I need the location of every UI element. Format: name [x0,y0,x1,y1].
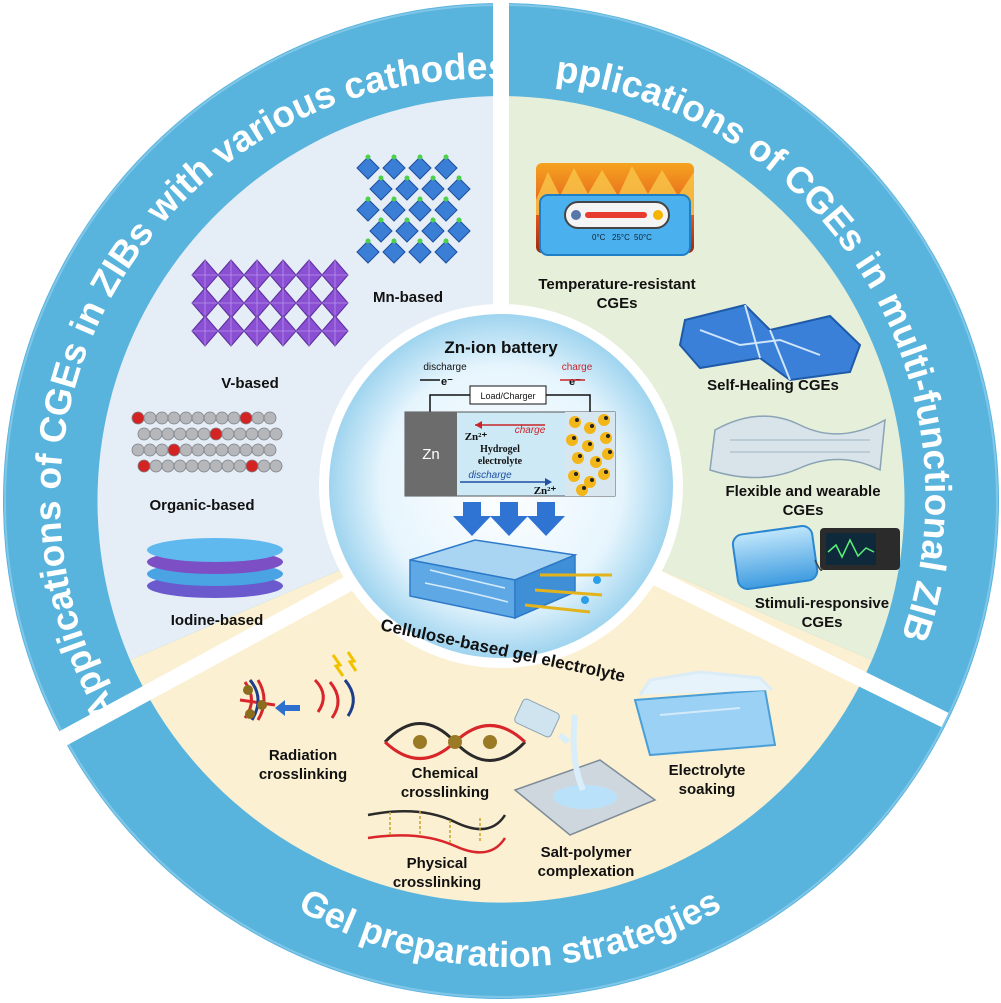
self-healing-label: Self-Healing CGEs [707,377,839,394]
down-arrows-icon [453,502,565,536]
chemical-label-2: crosslinking [401,784,489,801]
salt-polymer-image [513,698,657,836]
lightning-icon-2 [346,651,358,672]
iodine-layers-icon [147,538,283,598]
flexible-wearable-label-1: Flexible and wearable [725,483,880,500]
v-polyhedra-icon [191,259,349,347]
sun-icon [653,210,663,220]
electrolyte-soaking-label-2: soaking [679,781,736,798]
physical-label-2: crosslinking [393,874,481,891]
salt-polymer-label-1: Salt-polymer [541,844,632,861]
stimuli-responsive-label-1: Stimuli-responsive [755,595,889,612]
thermo-tick-2: 50°C [634,233,652,242]
hydrogel-label-2: electrolyte [478,456,523,467]
physical-label-1: Physical [407,855,468,872]
discharge-label: discharge [423,362,467,373]
radiation-label-1: Radiation [269,747,337,764]
gel-electrolyte-block-image [409,539,612,620]
snowflake-icon [571,210,581,220]
temperature-resistant-label-1: Temperature-resistant [538,276,695,293]
stimuli-responsive-image [731,524,900,591]
organic-molecule-icon [131,411,283,473]
mn-based-label: Mn-based [373,289,443,306]
zn-anode [405,412,457,496]
salt-polymer-label-2: complexation [538,863,635,880]
zn-ion-bottom: Zn²⁺ [534,485,557,497]
organic-based-label: Organic-based [149,497,254,514]
chemical-label-1: Chemical [412,765,479,782]
charge-arrow-label: charge [515,425,546,436]
cathode-particles-icon [566,414,614,496]
waveform-icon [827,538,875,559]
zn-anode-label: Zn [422,446,440,463]
self-healing-gel-image [678,303,862,382]
lightning-icon [331,654,345,677]
electron-left: e⁻ [441,376,453,388]
charge-label: charge [562,362,593,373]
electrolyte-soaking-label-1: Electrolyte [669,762,746,779]
v-based-label: V-based [221,375,279,392]
iodine-based-label: Iodine-based [171,612,264,629]
discharge-arrow-label: discharge [468,470,512,481]
temperature-resistant-label-2: CGEs [597,295,638,312]
electron-right: e⁻ [569,376,581,388]
flexible-wearable-label-2: CGEs [783,502,824,519]
circuit-wire [429,394,591,412]
load-charger-label: Load/Charger [480,391,535,401]
battery-title: Zn-ion battery [444,338,558,357]
temperature-resistant-image: 0°C 25°C 50°C [536,163,694,256]
radiation-crosslinking-icon [239,651,358,721]
mn-lattice-icon [356,154,471,264]
chemical-crosslinking-icon [383,722,527,762]
thermo-tick-0: 0°C [592,233,606,242]
hydrogel-label-1: Hydrogel [480,444,520,455]
stimuli-responsive-label-2: CGEs [802,614,843,631]
zn-ion-top: Zn²⁺ [465,431,488,443]
thermo-tick-1: 25°C [612,233,630,242]
flexible-film-image [709,415,886,479]
radiation-label-2: crosslinking [259,766,347,783]
load-charger-box [469,385,547,405]
electrolyte-soaking-image [633,670,777,757]
physical-crosslinking-icon [367,810,507,854]
